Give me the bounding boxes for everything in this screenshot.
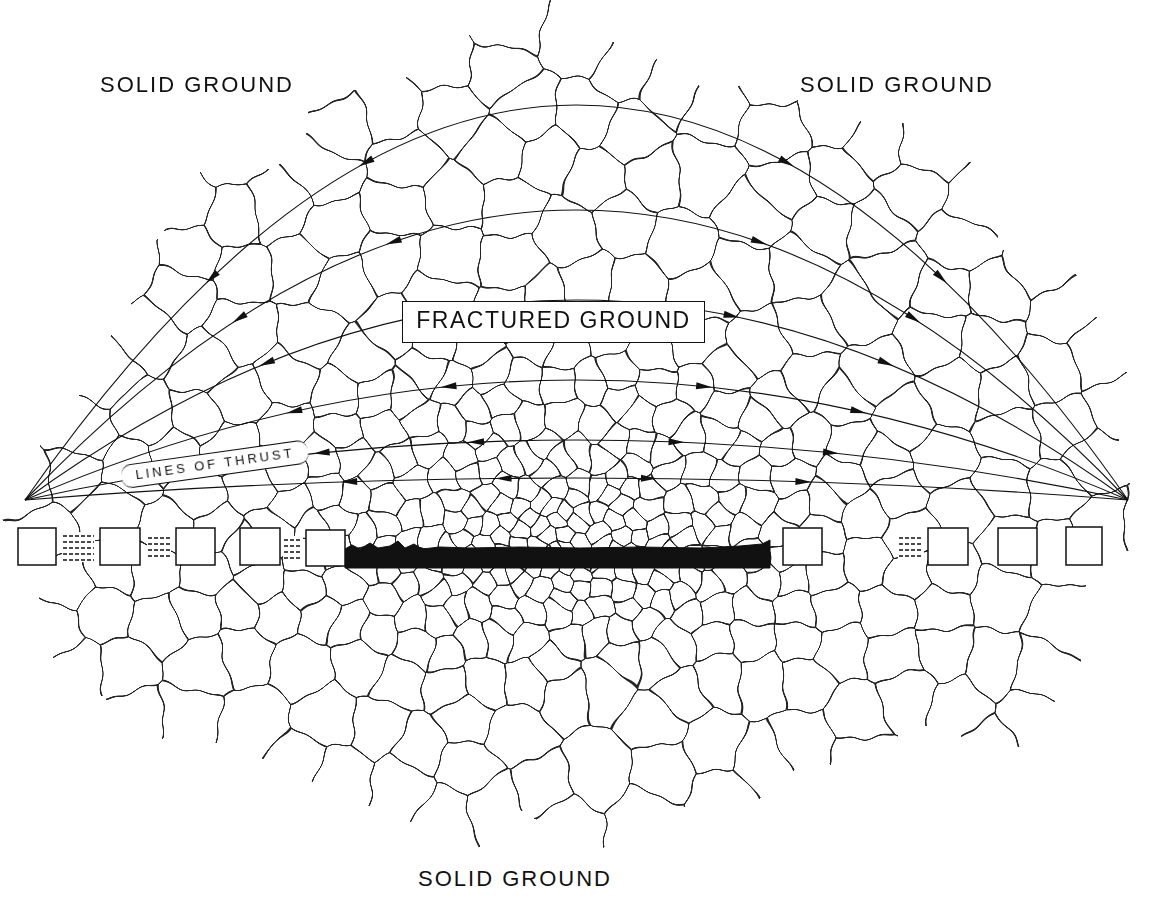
thrust-line xyxy=(25,380,1128,500)
thrust-arrow xyxy=(778,156,794,167)
thrust-arrow xyxy=(668,438,684,445)
thrust-arrow xyxy=(905,311,920,323)
thrust-arrow xyxy=(795,478,811,485)
thrust-arrow xyxy=(232,311,247,323)
thrust-line xyxy=(25,440,1128,500)
thrust-arrow xyxy=(386,236,402,245)
thrust-arrow xyxy=(850,406,866,413)
thrust-arrow xyxy=(440,382,456,389)
thrust-arrow xyxy=(468,438,484,445)
thrust-line xyxy=(25,105,1128,500)
thrust-arrow xyxy=(341,478,357,485)
thrust-arrow xyxy=(933,270,947,284)
thrust-arrow xyxy=(206,270,220,284)
thrust-arrow xyxy=(286,406,302,413)
ground-label: SOLID GROUND xyxy=(95,70,299,100)
thrust-lines xyxy=(25,105,1128,500)
thrust-arrow xyxy=(314,449,330,456)
thrust-arrow xyxy=(696,382,712,389)
thrust-arrow xyxy=(877,357,893,366)
thrust-arrow xyxy=(359,156,375,167)
region-label: FRACTURED GROUND xyxy=(416,307,690,335)
thrust-arrow xyxy=(641,475,657,482)
thrust-line xyxy=(25,210,1128,500)
thrust-band-label: LINES OF THRUST xyxy=(120,439,310,489)
thrust-arrow xyxy=(723,311,739,318)
thrust-arrow xyxy=(823,449,839,456)
thrust-arrow xyxy=(259,357,275,366)
thrust-line xyxy=(25,300,1128,500)
thrust-line xyxy=(25,478,1128,500)
thrust-arrow xyxy=(751,236,767,245)
region-label-box: FRACTURED GROUND xyxy=(402,301,705,343)
ground-label: SOLID GROUND xyxy=(795,70,999,100)
ground-label: SOLID GROUND xyxy=(413,864,617,894)
mined-opening xyxy=(345,540,770,568)
cribs xyxy=(62,532,924,562)
thrust-arrow xyxy=(496,475,512,482)
pillars xyxy=(18,527,1102,566)
